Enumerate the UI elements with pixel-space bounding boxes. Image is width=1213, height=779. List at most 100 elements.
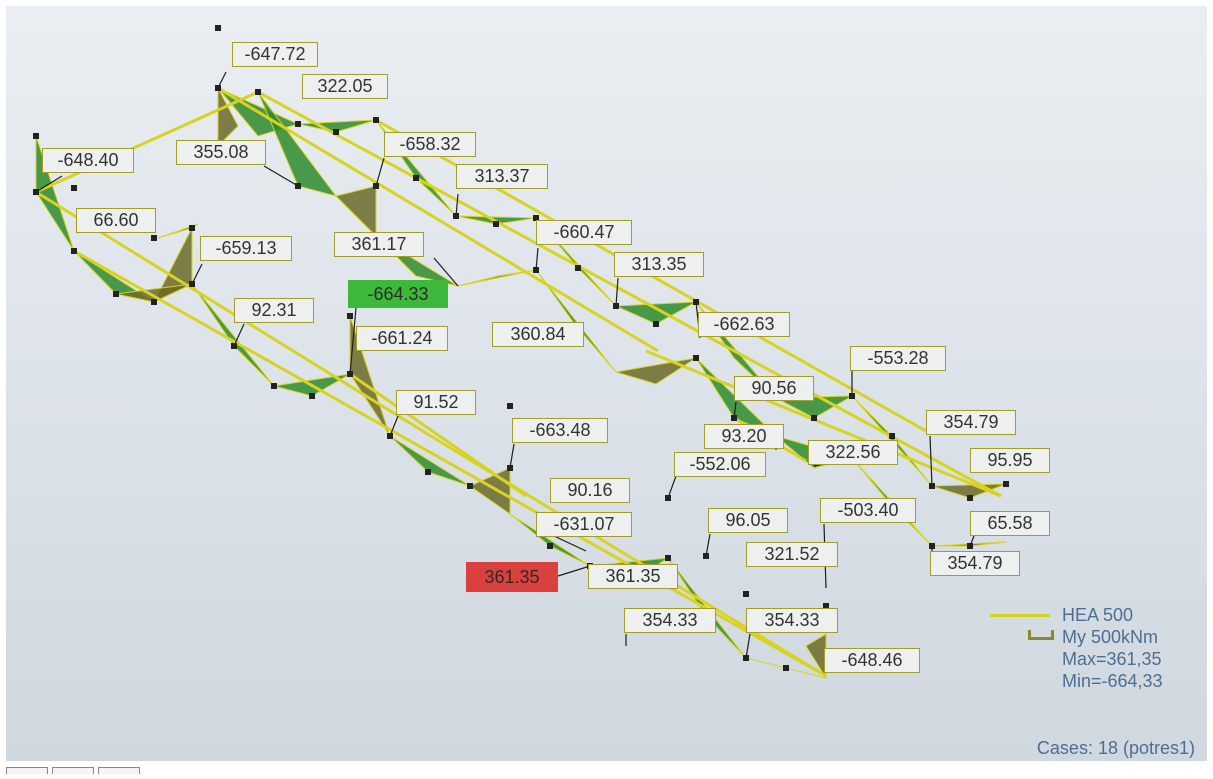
structure-node	[295, 121, 301, 127]
max-text: Max=361,35	[1062, 649, 1162, 669]
leader-line	[558, 566, 590, 576]
value-label[interactable]: -661.24	[356, 326, 448, 351]
value-label[interactable]: 354.79	[930, 551, 1020, 576]
value-label[interactable]: -647.72	[232, 42, 318, 67]
structure-node	[33, 133, 39, 139]
structure-node	[849, 393, 855, 399]
structure-node	[33, 189, 39, 195]
structure-node	[811, 415, 817, 421]
structure-node	[71, 185, 77, 191]
max-value-label[interactable]: 361.35	[466, 562, 558, 592]
value-label[interactable]: -503.40	[820, 498, 916, 523]
structure-node	[929, 483, 935, 489]
structure-node	[189, 225, 195, 231]
structure-node	[309, 393, 315, 399]
structure-node	[967, 543, 973, 549]
value-label[interactable]: 361.17	[334, 232, 424, 257]
value-label[interactable]: 322.56	[808, 440, 898, 465]
structure-node	[533, 267, 539, 273]
value-label[interactable]: 322.05	[302, 74, 388, 99]
value-label[interactable]: 361.35	[588, 564, 678, 589]
structure-node	[347, 313, 353, 319]
value-label[interactable]: 90.56	[734, 376, 814, 401]
view-tab[interactable]	[98, 767, 140, 774]
leader-line	[536, 248, 538, 270]
structure-node	[967, 495, 973, 501]
moment-bracket-icon	[1028, 630, 1054, 640]
moment-triangle	[470, 468, 510, 514]
moment-triangle	[616, 358, 696, 384]
value-label[interactable]: 66.60	[76, 208, 156, 233]
value-label[interactable]: 313.35	[614, 252, 704, 277]
structure-node	[693, 299, 699, 305]
structure-node	[507, 403, 513, 409]
value-label[interactable]: 96.05	[708, 508, 788, 533]
structure-node	[665, 495, 671, 501]
value-label[interactable]: 65.58	[970, 511, 1050, 536]
model-viewport[interactable]: -647.72 322.05 355.08 -658.32 -648.40 31…	[6, 6, 1207, 761]
value-label[interactable]: -658.32	[384, 132, 476, 157]
structure-node	[387, 433, 393, 439]
structure-node	[743, 591, 749, 597]
beam-line-icon	[990, 614, 1050, 617]
structure-node	[231, 343, 237, 349]
leader-line	[376, 158, 384, 186]
structure-node	[731, 415, 737, 421]
value-label[interactable]: -631.07	[536, 512, 632, 537]
moment-triangle	[390, 436, 470, 486]
structure-node	[467, 483, 473, 489]
value-label[interactable]: 92.31	[234, 298, 314, 323]
value-label[interactable]: 313.37	[456, 164, 548, 189]
structure-node	[507, 465, 513, 471]
structure-node	[453, 213, 459, 219]
value-label[interactable]: 354.33	[746, 608, 838, 633]
structure-node	[413, 175, 419, 181]
structure-node	[1003, 481, 1009, 487]
view-tab[interactable]	[6, 767, 48, 774]
structure-node	[493, 221, 499, 227]
view-tabs	[6, 761, 156, 767]
structure-node	[783, 665, 789, 671]
min-text: Min=-664,33	[1062, 671, 1163, 691]
legend: HEA 500 My 500kNm Max=361,35 Min=-664,33	[990, 604, 1195, 692]
value-label[interactable]: -648.40	[42, 148, 134, 173]
moment-triangle	[616, 302, 696, 324]
view-tab[interactable]	[52, 767, 94, 774]
value-label[interactable]: -663.48	[512, 418, 608, 443]
structure-node	[743, 655, 749, 661]
structure-node	[215, 85, 221, 91]
value-label[interactable]: -648.46	[824, 648, 920, 673]
value-label[interactable]: 321.52	[746, 542, 838, 567]
value-label[interactable]: 95.95	[970, 448, 1050, 473]
min-value-label[interactable]: -664.33	[348, 280, 448, 308]
value-label[interactable]: 360.84	[492, 322, 584, 347]
value-label[interactable]: 354.79	[926, 410, 1016, 435]
value-label[interactable]: 354.33	[624, 608, 716, 633]
value-label[interactable]: -659.13	[200, 236, 292, 261]
value-label[interactable]: 90.16	[550, 478, 630, 503]
section-name: HEA 500	[1062, 605, 1133, 625]
value-label[interactable]: 355.08	[176, 140, 266, 165]
leader-line	[746, 634, 750, 658]
quantity-name: My 500kNm	[1062, 627, 1158, 647]
structure-node	[271, 383, 277, 389]
structure-node	[215, 25, 221, 31]
moment-triangle	[336, 186, 376, 236]
structure-node	[189, 281, 195, 287]
structure-node	[71, 248, 77, 254]
value-label[interactable]: -660.47	[536, 220, 632, 245]
value-label[interactable]: 93.20	[704, 424, 784, 449]
cases-indicator: Cases: 18 (potres1)	[1037, 738, 1195, 759]
structure-node	[151, 235, 157, 241]
legend-min: Min=-664,33	[990, 670, 1195, 692]
value-label[interactable]: 91.52	[396, 390, 476, 415]
leader-line	[510, 444, 514, 468]
structure-node	[693, 355, 699, 361]
leader-line	[616, 278, 618, 306]
value-label[interactable]: -553.28	[850, 346, 946, 371]
legend-section: HEA 500	[990, 604, 1195, 626]
structure-node	[665, 555, 671, 561]
structure-node	[151, 299, 157, 305]
value-label[interactable]: -662.63	[698, 312, 790, 337]
value-label[interactable]: -552.06	[674, 452, 766, 477]
